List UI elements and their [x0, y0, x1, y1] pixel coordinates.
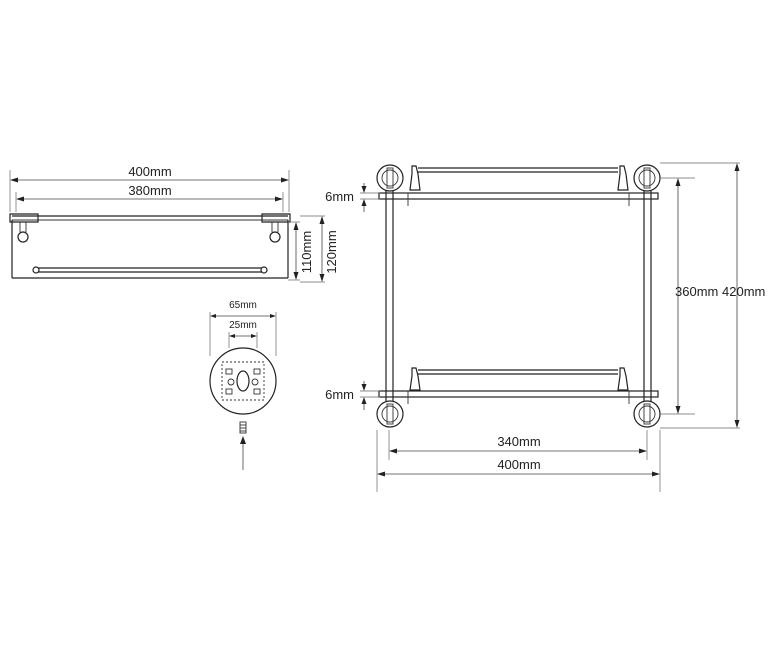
label-height-outer: 120mm — [324, 230, 339, 273]
rosette-top-right — [633, 164, 661, 192]
bottom-glass-shelf — [378, 390, 659, 404]
front-view: 400mm 380mm — [9, 164, 339, 283]
dimension-bottom-glass-thickness: 6mm — [325, 381, 380, 410]
mount-plate — [209, 347, 277, 415]
side-view: 6mm 6mm 360mm 420mm — [325, 162, 765, 492]
mount-detail: 65mm 25mm — [209, 300, 277, 470]
label-plate-diameter: 65mm — [229, 300, 257, 311]
top-gallery-rail — [409, 165, 629, 191]
bottom-gallery-rail — [409, 367, 629, 391]
dimension-plate-diameter: 65mm — [210, 300, 276, 318]
dimension-height-inner: 110mm — [288, 221, 314, 281]
label-outer-height: 420mm — [722, 284, 765, 299]
dimension-hole-spacing: 25mm — [229, 320, 257, 338]
label-height-inner: 110mm — [299, 231, 314, 273]
dimension-inner-width: 340mm — [388, 430, 648, 460]
dimension-glass-width: 380mm — [16, 183, 283, 202]
label-glass-width: 380mm — [128, 183, 171, 198]
shelf-front-outline — [9, 213, 291, 279]
label-bottom-glass-thickness: 6mm — [325, 387, 354, 402]
label-outer-width: 400mm — [497, 457, 540, 472]
dimension-outer-width: 400mm — [376, 430, 661, 492]
top-glass-shelf — [378, 192, 659, 206]
dimension-outer-height: 420mm — [660, 162, 765, 429]
rosette-bottom-left — [376, 400, 404, 428]
rosette-top-left — [376, 164, 404, 192]
label-overall-width: 400mm — [128, 164, 171, 179]
dimension-height-outer: 120mm — [300, 215, 339, 283]
label-hole-spacing: 25mm — [229, 320, 257, 331]
dimension-inner-height: 360mm — [660, 177, 718, 415]
label-inner-height: 360mm — [675, 284, 718, 299]
label-top-glass-thickness: 6mm — [325, 189, 354, 204]
rosette-bottom-right — [633, 400, 661, 428]
label-inner-width: 340mm — [497, 434, 540, 449]
dimension-overall-width: 400mm — [10, 164, 289, 183]
dimension-top-glass-thickness: 6mm — [325, 183, 380, 212]
